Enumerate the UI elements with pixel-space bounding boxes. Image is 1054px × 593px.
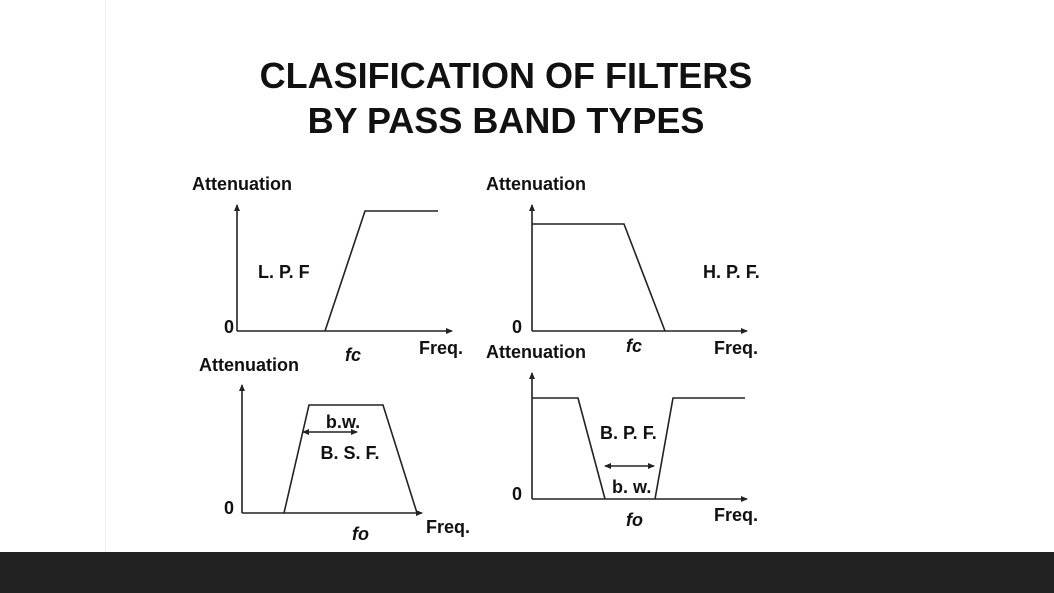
bsf-origin: 0: [224, 498, 234, 518]
bsf-diagram: Attenuation b.w. B. S. F. 0 fo Freq.: [199, 355, 470, 544]
lpf-curve: [324, 210, 438, 332]
bsf-name: B. S. F.: [320, 443, 379, 463]
lpf-y-label: Attenuation: [192, 174, 292, 194]
bsf-bandwidth-label: b.w.: [326, 412, 360, 432]
bpf-curve-right: [654, 397, 745, 500]
lpf-diagram: Attenuation 0 L. P. F fc Freq.: [192, 174, 463, 365]
bpf-fo: fo: [626, 510, 643, 530]
lpf-origin: 0: [224, 317, 234, 337]
hpf-origin: 0: [512, 317, 522, 337]
hpf-fc: fc: [626, 336, 642, 356]
bpf-curve-left: [532, 397, 606, 500]
hpf-diagram: Attenuation 0 H. P. F. fc Freq.: [486, 174, 760, 358]
bsf-fo: fo: [352, 524, 369, 544]
bottom-bar: [0, 552, 1054, 593]
bpf-bandwidth-label: b. w.: [612, 477, 651, 497]
bsf-y-label: Attenuation: [199, 355, 299, 375]
bpf-name: B. P. F.: [600, 423, 657, 443]
bpf-x-label: Freq.: [714, 505, 758, 525]
bpf-diagram: Attenuation B. P. F. b. w. 0 fo Freq.: [486, 342, 758, 530]
slide-title-line2: BY PASS BAND TYPES: [308, 100, 705, 141]
bpf-origin: 0: [512, 484, 522, 504]
hpf-name: H. P. F.: [703, 262, 760, 282]
lpf-x-label: Freq.: [419, 338, 463, 358]
hpf-curve: [532, 223, 666, 332]
filter-diagrams: CLASIFICATION OF FILTERS BY PASS BAND TY…: [192, 55, 760, 544]
slide-edge: [105, 0, 106, 552]
bsf-curve: [283, 404, 418, 514]
bsf-x-label: Freq.: [426, 517, 470, 537]
hpf-x-label: Freq.: [714, 338, 758, 358]
slide-title-line1: CLASIFICATION OF FILTERS: [260, 55, 753, 96]
lpf-name: L. P. F: [258, 262, 310, 282]
hpf-y-label: Attenuation: [486, 174, 586, 194]
lpf-fc: fc: [345, 345, 361, 365]
bpf-y-label: Attenuation: [486, 342, 586, 362]
